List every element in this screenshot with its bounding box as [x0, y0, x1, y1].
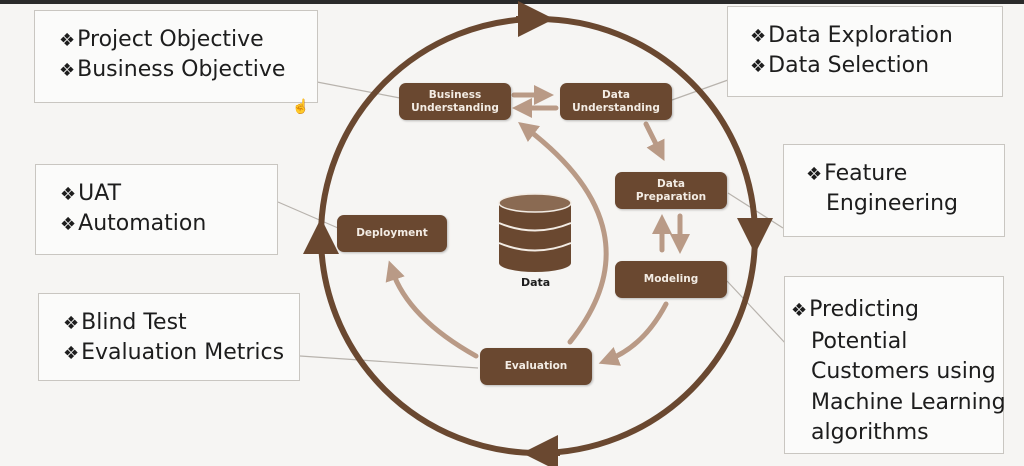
note-data-preparation: ❖Feature Engineering: [783, 144, 1005, 237]
bullet-diamond-icon: ❖: [791, 300, 808, 321]
bullet-diamond-icon: ❖: [750, 26, 767, 47]
bullet-diamond-icon: ❖: [59, 30, 76, 51]
note-item: ❖Predicting: [791, 297, 919, 322]
bullet-diamond-icon: ❖: [63, 343, 80, 364]
bullet-diamond-icon: ❖: [806, 164, 823, 185]
node-data-understanding[interactable]: Data Understanding: [560, 83, 672, 120]
bullet-diamond-icon: ❖: [59, 60, 76, 81]
bullet-diamond-icon: ❖: [750, 56, 767, 77]
node-evaluation[interactable]: Evaluation: [480, 348, 592, 385]
node-data-preparation[interactable]: Data Preparation: [615, 172, 727, 209]
note-item: ❖Business Objective: [59, 57, 286, 82]
leader-deployment: [277, 201, 339, 229]
note-data-understanding: ❖Data Exploration ❖Data Selection: [727, 6, 1003, 97]
leader-modeling: [726, 280, 788, 346]
arrow-eval-to-deploy: [385, 260, 479, 359]
note-item: ❖Evaluation Metrics: [63, 340, 285, 365]
note-item: ❖Feature: [806, 161, 908, 186]
bullet-diamond-icon: ❖: [63, 313, 80, 334]
note-evaluation: ❖Blind Test ❖Evaluation Metrics: [38, 293, 300, 381]
node-business-understanding[interactable]: Business Understanding: [399, 83, 511, 120]
leader-business: [316, 81, 401, 99]
note-item: ❖Project Objective: [59, 27, 264, 52]
window-top-edge: [0, 0, 1024, 4]
note-item: algorithms: [811, 420, 929, 445]
bullet-diamond-icon: ❖: [60, 214, 77, 235]
note-item: ❖Automation: [60, 211, 207, 236]
hand-cursor-icon: ☝: [292, 98, 310, 114]
database-label: Data: [521, 276, 551, 289]
database-icon: [498, 193, 572, 272]
arrow-model-to-eval: [598, 301, 669, 366]
arrow-du-to-prep: [643, 121, 665, 161]
note-modeling: ❖Predicting Potential Customers using Ma…: [784, 276, 1006, 454]
leader-evaluation: [299, 355, 479, 369]
node-deployment[interactable]: Deployment: [337, 215, 447, 252]
note-item: Customers using: [811, 359, 996, 384]
note-item: ❖Data Selection: [750, 53, 930, 78]
note-business: ❖Project Objective ❖Business Objective: [34, 10, 318, 103]
note-item: Machine Learning: [811, 389, 1006, 415]
note-item: Potential: [811, 328, 908, 354]
node-modeling[interactable]: Modeling: [615, 261, 727, 298]
bullet-diamond-icon: ❖: [60, 184, 77, 205]
note-deployment: ❖UAT ❖Automation: [35, 164, 278, 255]
arrow-eval-to-bu: [518, 121, 609, 345]
note-item: ❖UAT: [60, 181, 122, 206]
note-item: ❖Data Exploration: [750, 23, 953, 48]
note-item: Engineering: [826, 191, 958, 216]
note-item: ❖Blind Test: [63, 310, 187, 335]
